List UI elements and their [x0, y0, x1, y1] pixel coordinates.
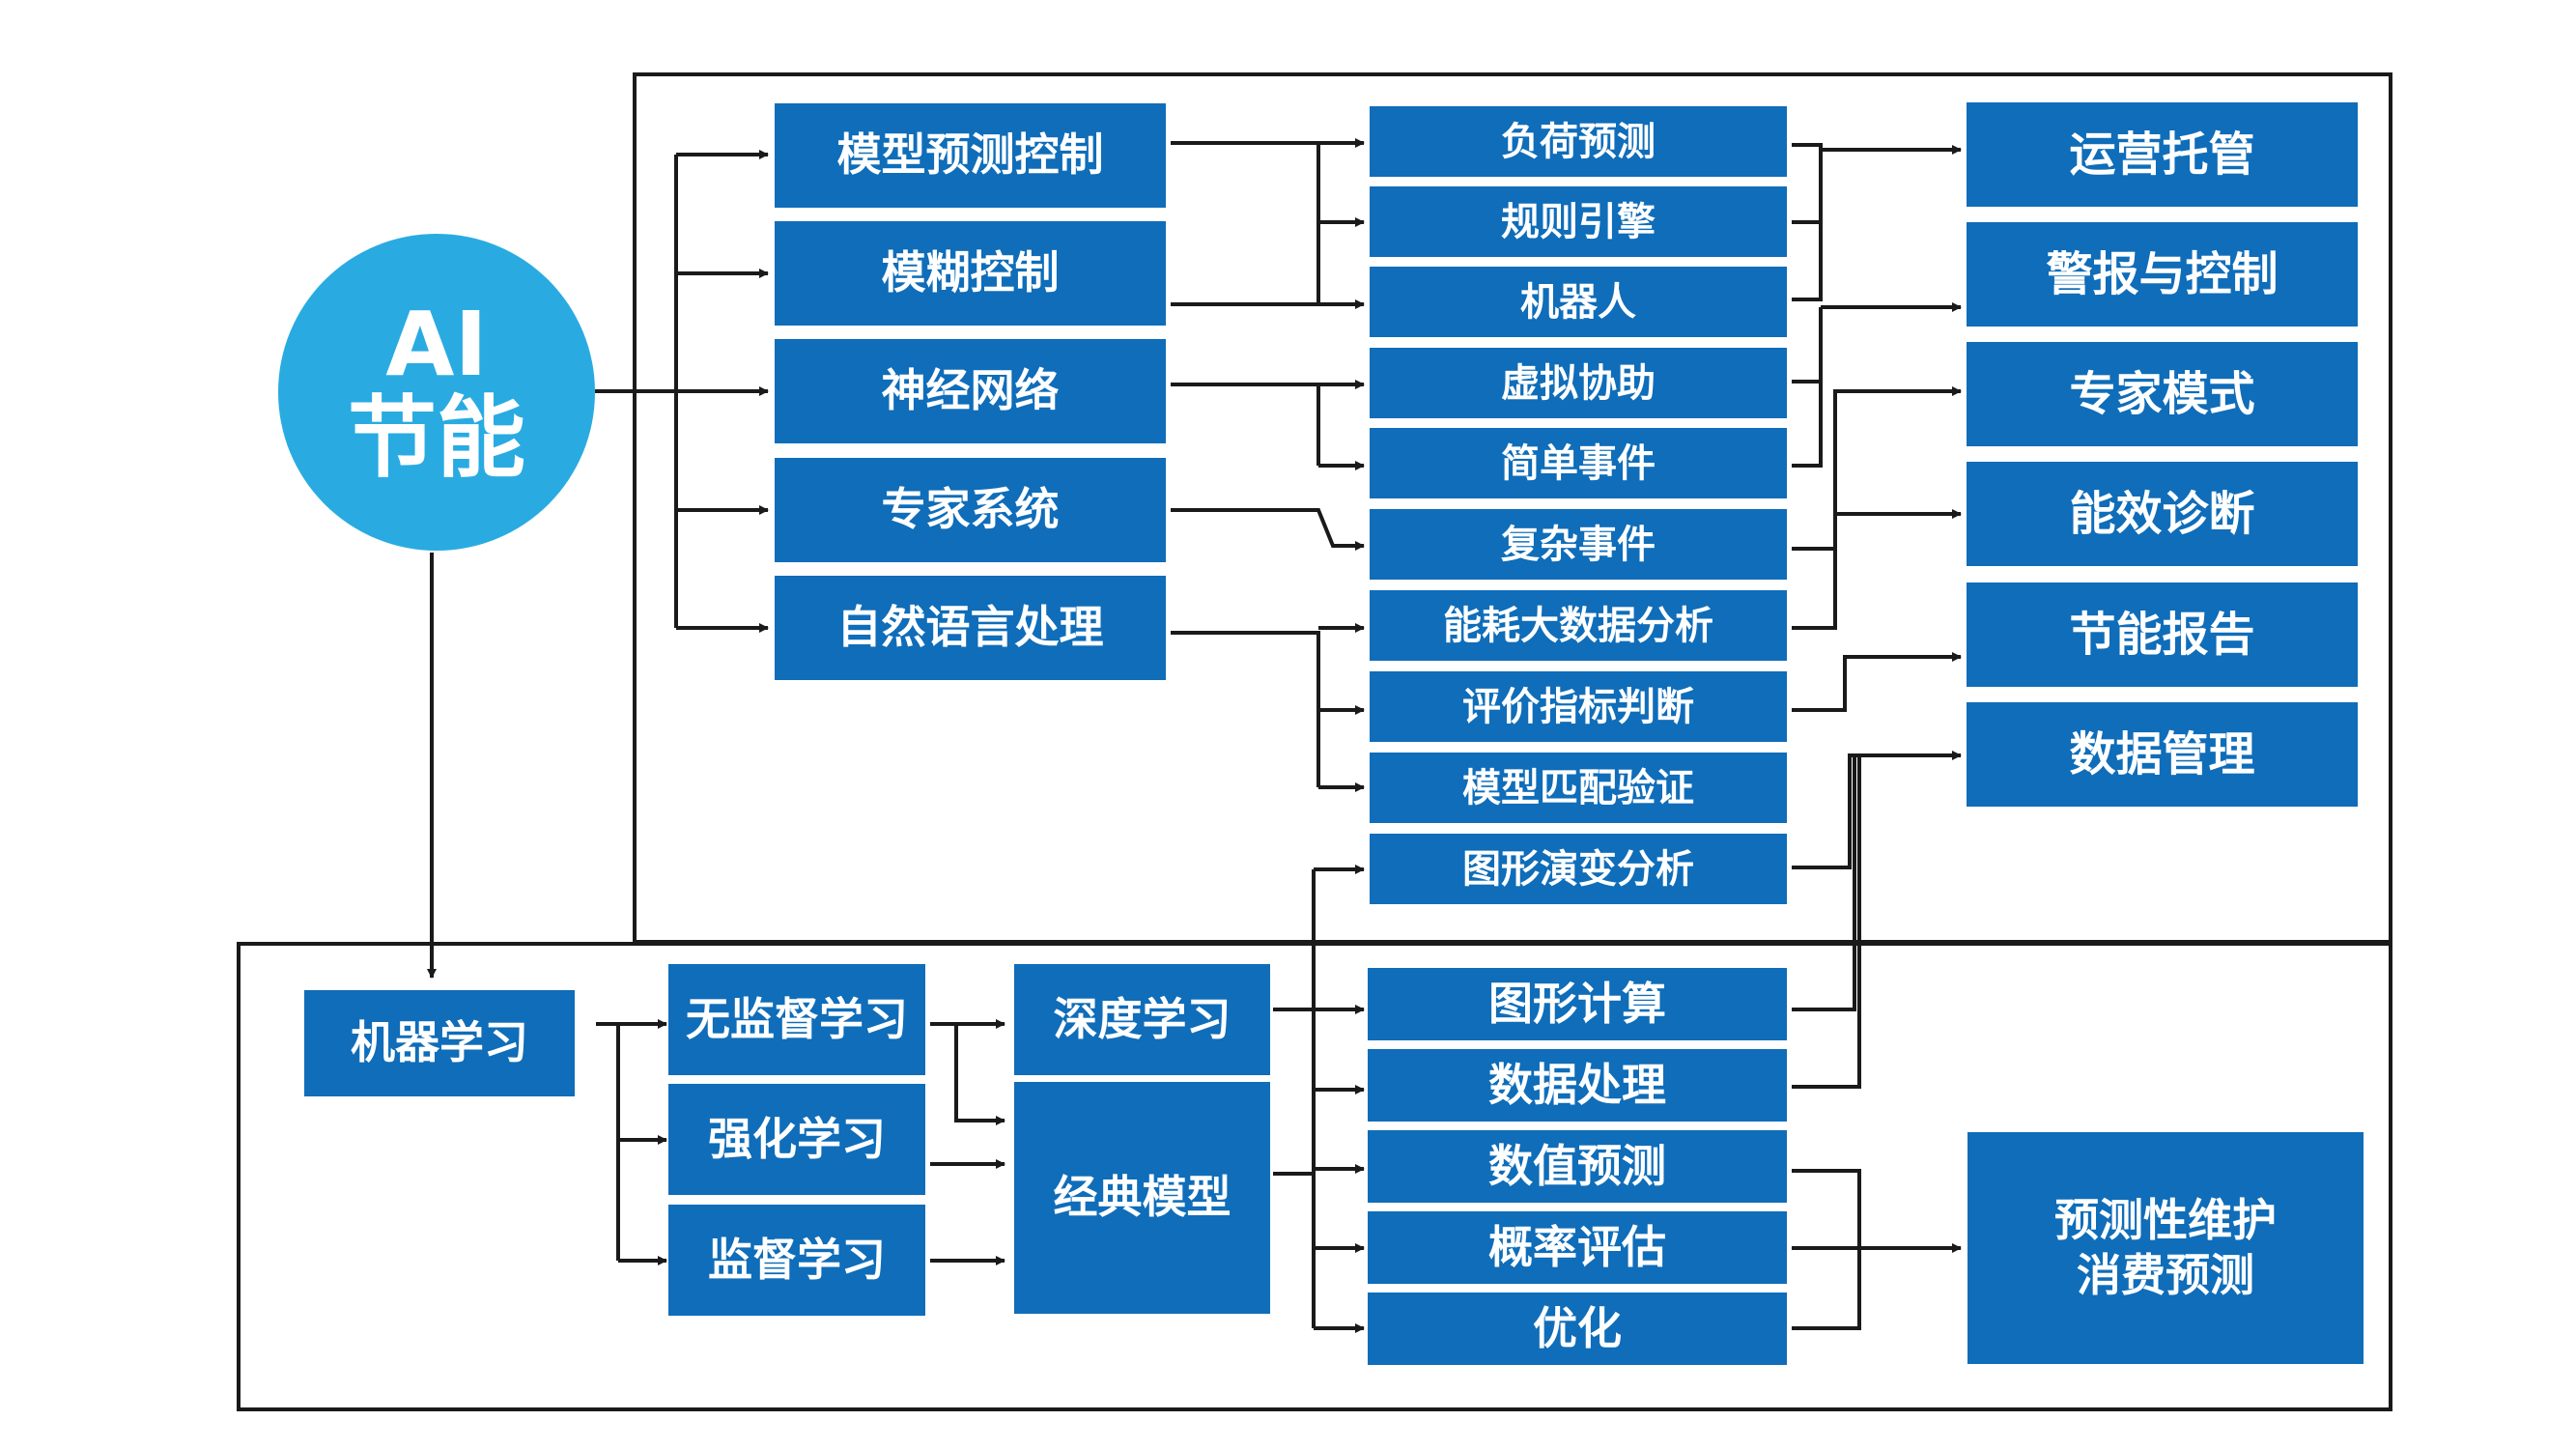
result-line-2: 消费预测 — [2077, 1249, 2254, 1301]
model-box: 经典模型 — [1014, 1082, 1270, 1314]
method-box: 专家系统 — [775, 458, 1166, 562]
scenario-box: 评价指标判断 — [1370, 671, 1787, 742]
application-box: 节能报告 — [1967, 582, 2358, 687]
circle-line-2: 节能 — [347, 386, 525, 490]
method-box: 模糊控制 — [775, 221, 1166, 326]
function-box: 图形计算 — [1368, 968, 1787, 1040]
learning-type-box: 无监督学习 — [668, 964, 925, 1075]
method-box: 自然语言处理 — [775, 576, 1166, 680]
circle-line-1: AI — [385, 293, 488, 397]
application-box: 警报与控制 — [1967, 222, 2358, 327]
learning-type-box: 监督学习 — [668, 1205, 925, 1316]
application-box: 运营托管 — [1967, 102, 2358, 207]
application-box: 专家模式 — [1967, 342, 2358, 446]
result-line-1: 预测性维护 — [2054, 1193, 2277, 1246]
function-box: 优化 — [1368, 1293, 1787, 1365]
application-box: 数据管理 — [1967, 702, 2358, 807]
scenario-box: 能耗大数据分析 — [1370, 590, 1787, 661]
result-box: 预测性维护 消费预测 — [1967, 1132, 2364, 1364]
function-box: 数值预测 — [1368, 1130, 1787, 1203]
scenario-box: 模型匹配验证 — [1370, 753, 1787, 823]
machine-learning-box: 机器学习 — [304, 990, 575, 1096]
scenario-box: 简单事件 — [1370, 428, 1787, 498]
scenario-box: 复杂事件 — [1370, 509, 1787, 580]
model-box: 深度学习 — [1014, 964, 1270, 1075]
method-box: 神经网络 — [775, 339, 1166, 443]
method-box: 模型预测控制 — [775, 103, 1166, 208]
application-box: 能效诊断 — [1967, 462, 2358, 566]
function-box: 概率评估 — [1368, 1211, 1787, 1284]
learning-type-box: 强化学习 — [668, 1084, 925, 1195]
ai-energy-saving-circle: AI 节能 — [278, 234, 595, 551]
scenario-box: 规则引擎 — [1370, 186, 1787, 257]
scenario-box: 虚拟协助 — [1370, 348, 1787, 418]
scenario-box: 机器人 — [1370, 267, 1787, 337]
scenario-box: 负荷预测 — [1370, 106, 1787, 177]
function-box: 数据处理 — [1368, 1049, 1787, 1122]
scenario-box: 图形演变分析 — [1370, 834, 1787, 904]
